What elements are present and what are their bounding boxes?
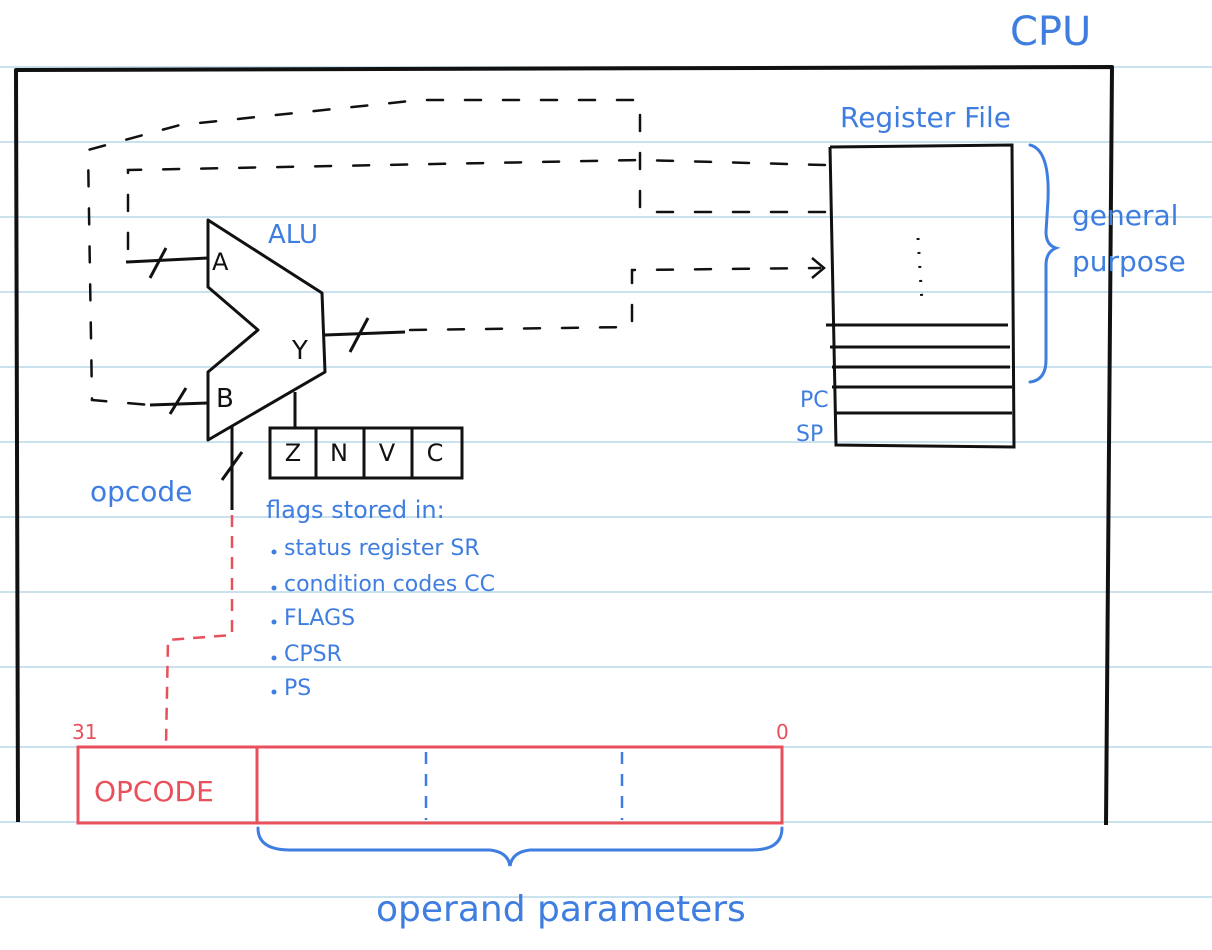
operand-parameters-label: operand parameters (376, 889, 746, 930)
alu-input-b-label: B (216, 384, 234, 414)
alu-output-wire (324, 317, 406, 353)
flag-carry: C (426, 439, 444, 467)
register-file-arrowheads (811, 257, 826, 279)
opcode-wire-label: opcode (90, 475, 193, 508)
flags-note-heading: flags stored in: (266, 496, 445, 524)
cpu-boundary (14, 65, 1114, 826)
flag-register (268, 426, 464, 480)
register-file (826, 143, 1016, 449)
opcode-field-label: OPCODE (94, 775, 214, 808)
pc-register-label: PC (800, 388, 829, 413)
flags-note-item: condition codes CC (284, 572, 495, 597)
flags-note-item: status register SR (284, 536, 480, 561)
datapath-dashed-wires (86, 98, 827, 407)
alu-shape (206, 218, 327, 442)
instruction-word (76, 745, 784, 825)
alu-label: ALU (268, 220, 319, 250)
opcode-field-link (164, 515, 234, 746)
sp-register-label: SP (796, 422, 824, 447)
flag-negative: N (330, 439, 348, 467)
general-purpose-label-line1: general (1072, 199, 1179, 232)
cpu-label: CPU (1010, 9, 1092, 55)
alu-input-a-wire (125, 247, 209, 279)
flag-zero: Z (284, 439, 302, 467)
flags-note-bullets (271, 549, 277, 695)
alu-input-a-label: A (212, 248, 229, 276)
flags-note-item: PS (284, 676, 312, 701)
flag-overflow: V (378, 439, 396, 467)
operand-field-dividers (424, 752, 624, 820)
general-purpose-bracket (1028, 143, 1061, 384)
general-purpose-label-line2: purpose (1072, 245, 1186, 278)
flags-note-item: FLAGS (284, 606, 356, 631)
alu-output-label: Y (292, 336, 308, 366)
alu-input-b-wire (149, 387, 209, 415)
instruction-lsb-label: 0 (776, 720, 789, 744)
operand-parameters-bracket (256, 826, 784, 867)
flags-note-item: CPSR (284, 642, 342, 667)
opcode-wire (220, 425, 244, 510)
register-file-label: Register File (840, 101, 1012, 134)
instruction-msb-label: 31 (72, 720, 98, 744)
